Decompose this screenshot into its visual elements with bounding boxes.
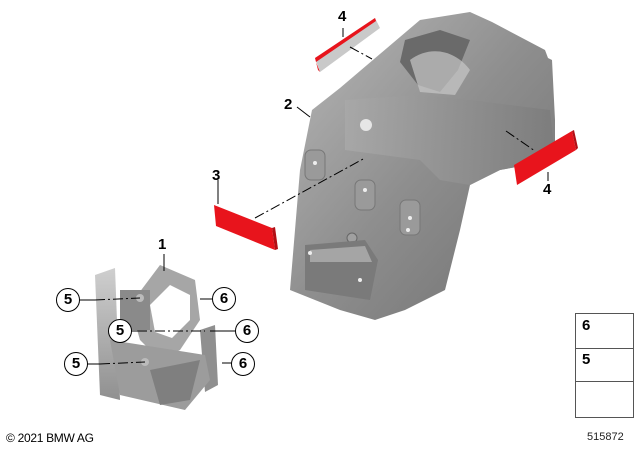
callout-3: 3 (212, 167, 221, 184)
leader-lines (78, 28, 549, 365)
callout-1: 1 (158, 236, 167, 253)
legend-label-6: 6 (582, 317, 591, 334)
bracket-part (95, 265, 218, 410)
reflector-left (214, 205, 278, 250)
callout-4-top: 4 (338, 8, 347, 25)
copyright-text: © 2021 BMW AG (6, 431, 94, 445)
reflector-top (315, 18, 380, 72)
image-number: 515872 (587, 431, 624, 443)
legend-cell-tapping-screw: 5 (576, 348, 633, 382)
fender-part (290, 12, 555, 320)
callout-5-bottom: 5 (64, 352, 88, 376)
legend-label-5: 5 (582, 351, 591, 368)
callout-5-top: 5 (56, 288, 80, 312)
fastener-legend: 6 5 (575, 313, 634, 418)
reflector-right (514, 130, 578, 185)
callout-6-middle: 6 (235, 319, 259, 343)
callout-6-top: 6 (212, 287, 236, 311)
callout-4-right: 4 (543, 181, 552, 198)
legend-cell-arrow (576, 381, 633, 417)
callout-5-middle: 5 (108, 319, 132, 343)
callout-6-bottom: 6 (231, 352, 255, 376)
centerlines (94, 46, 536, 365)
callout-2: 2 (284, 96, 293, 113)
legend-cell-collar-screw: 6 (576, 314, 633, 349)
